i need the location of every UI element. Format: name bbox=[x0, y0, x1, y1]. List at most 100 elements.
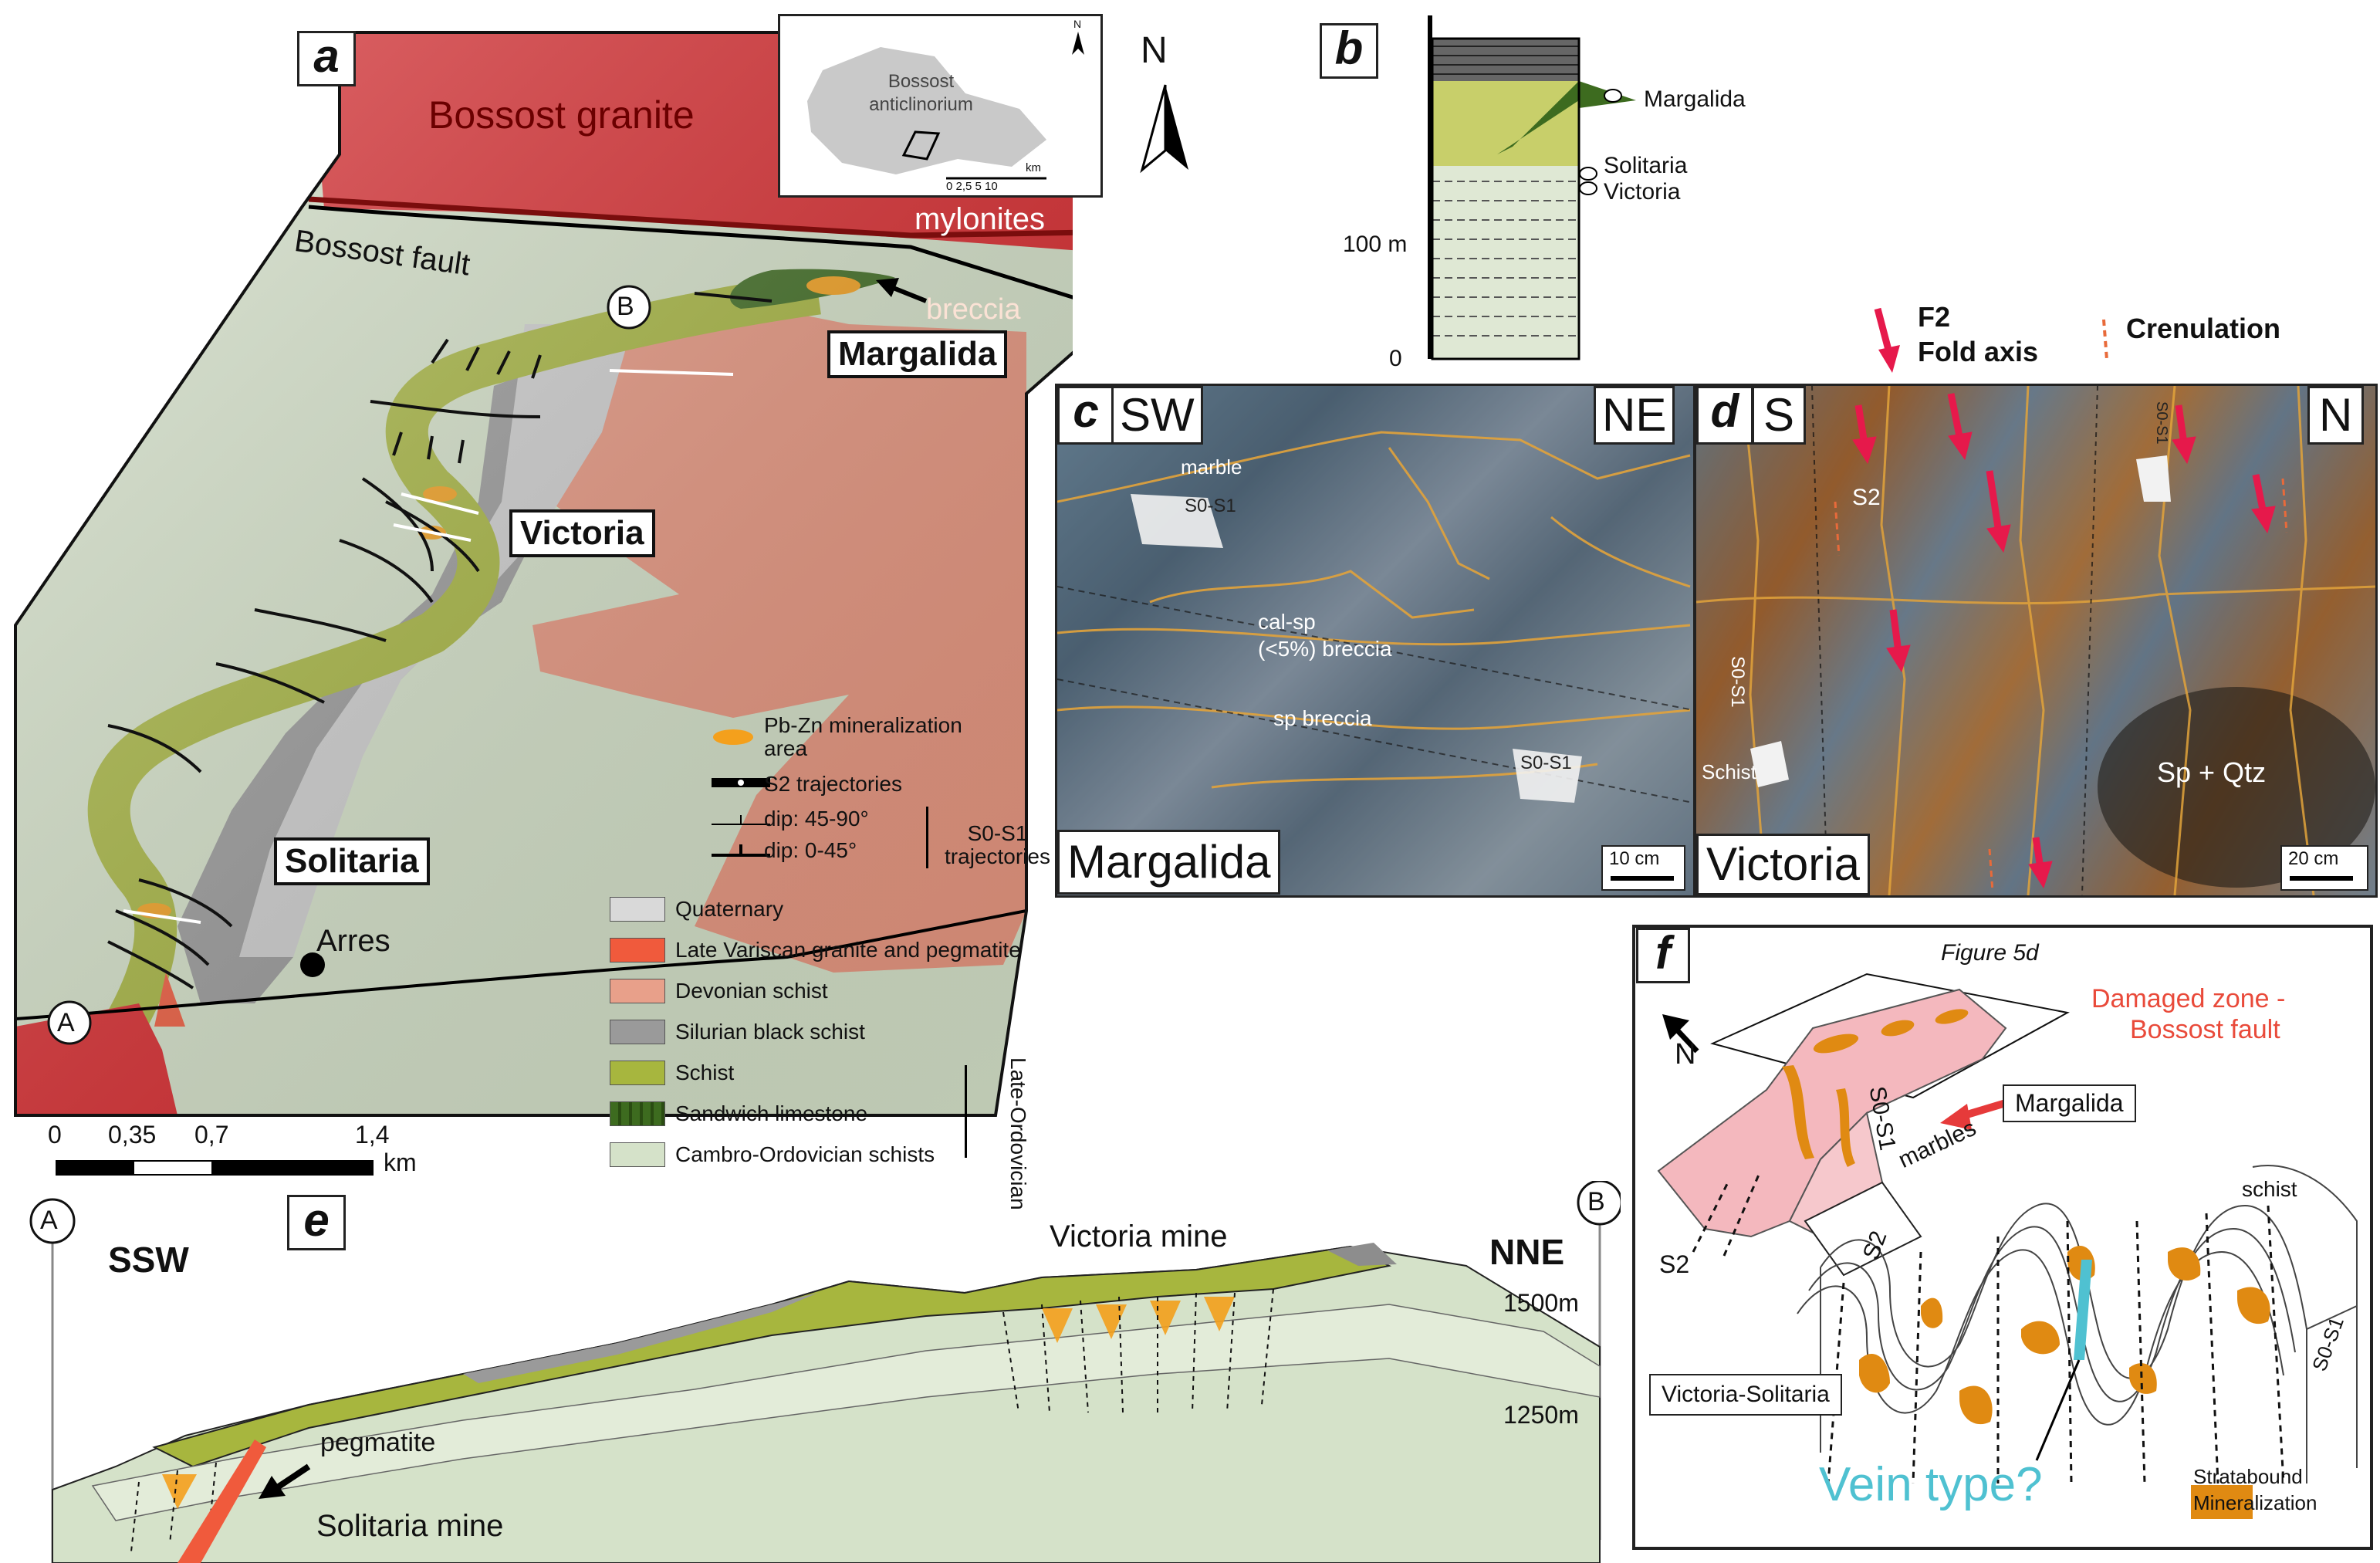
map-panel bbox=[0, 0, 1137, 1158]
s2-trajectories bbox=[123, 369, 734, 924]
legend-unit-cambro: Cambro-Ordovician schists bbox=[675, 1142, 935, 1166]
section-elev-1500: 1500m bbox=[1503, 1289, 1579, 1317]
inset-km: km bbox=[1026, 161, 1041, 174]
damaged-zone-block bbox=[1657, 988, 2007, 1238]
legend-swatch-limestone bbox=[610, 1101, 665, 1126]
scale-unit: km bbox=[384, 1149, 417, 1176]
photo-c-left-label: SW bbox=[1111, 386, 1203, 445]
f2-arrow-5 bbox=[2172, 404, 2196, 465]
column-depth-100: 100 m bbox=[1343, 232, 1408, 257]
legend-swatch-silurian bbox=[610, 1020, 665, 1044]
inset-study-area bbox=[901, 130, 941, 161]
scale-tick-0: 0 bbox=[48, 1121, 62, 1149]
legend-unit-devonian: Devonian schist bbox=[675, 979, 828, 1003]
photo-c-s0s1-1: S0-S1 bbox=[1185, 496, 1236, 516]
legend-swatch-schist bbox=[610, 1061, 665, 1085]
block-damaged: Damaged zone - bbox=[2091, 984, 2286, 1013]
legend-swatch-cambro bbox=[610, 1142, 665, 1167]
f2-arrow-7 bbox=[2028, 837, 2053, 889]
block-diagram-svg bbox=[1657, 973, 2358, 1519]
block-schist: schist bbox=[2242, 1177, 2297, 1201]
section-nne: NNE bbox=[1489, 1232, 1565, 1272]
legend-dip1: dip: 45-90° bbox=[764, 807, 869, 831]
legend-ore: Pb-Zn mineralization area bbox=[764, 713, 962, 760]
photo-c-margalida bbox=[1055, 384, 1695, 898]
legend-unit-quaternary: Quaternary bbox=[675, 897, 784, 921]
panel-d-label: d bbox=[1696, 386, 1753, 445]
marble-patch-2 bbox=[1513, 749, 1582, 803]
photo-d-s2: S2 bbox=[1852, 485, 1881, 510]
legend-unit-schist: Schist bbox=[675, 1061, 735, 1084]
mine-label-victoria: Victoria bbox=[509, 509, 655, 557]
section-pegmatite-label: pegmatite bbox=[320, 1428, 436, 1457]
photo-d-schist: Schist bbox=[1702, 760, 1756, 783]
legend: Pb-Zn mineralization area S2 trajectorie… bbox=[602, 702, 1080, 1210]
legend-s2: S2 trajectories bbox=[764, 772, 902, 796]
legend-unit-granite: Late Variscan granite and pegmatite bbox=[675, 938, 1021, 962]
column-depth-0: 0 bbox=[1389, 346, 1402, 371]
arres-dot bbox=[300, 952, 325, 977]
mine-label-solitaria: Solitaria bbox=[274, 837, 430, 885]
section-point-b: B bbox=[1587, 1187, 1605, 1216]
scale-tick-3: 1,4 bbox=[355, 1121, 390, 1149]
key-fold-axis: Fold axis bbox=[1918, 336, 2039, 367]
panel-a-label: a bbox=[297, 31, 356, 86]
folded-block bbox=[1797, 1165, 2358, 1483]
block-figure5d: Figure 5d bbox=[1941, 940, 2039, 966]
photo-c-right-label: NE bbox=[1594, 386, 1675, 445]
column-label-margalida: Margalida bbox=[1644, 86, 1746, 112]
section-solitaria-mine: Solitaria mine bbox=[316, 1509, 504, 1543]
f2-arrow-4 bbox=[1886, 609, 1911, 673]
ore-legend-icon bbox=[713, 729, 753, 745]
inset-anticlinorium-shape bbox=[807, 47, 1046, 174]
column-label-solitaria: Solitaria bbox=[1604, 153, 1688, 178]
f2-arrow-2 bbox=[1947, 393, 1973, 461]
point-b-label: B bbox=[617, 292, 634, 321]
legend-unit-silurian: Silurian black schist bbox=[675, 1020, 865, 1044]
photo-d-spqtz: Sp + Qtz bbox=[2157, 756, 2267, 788]
f2-arrow-3 bbox=[1986, 470, 2011, 553]
inset-svg bbox=[807, 32, 1084, 180]
photo-d-left-label: S bbox=[1752, 386, 1807, 445]
s2-legend-icon bbox=[712, 778, 770, 787]
block-vs-box: Victoria-Solitaria bbox=[1649, 1374, 1842, 1416]
photo-d-scale: 20 cm bbox=[2280, 845, 2368, 891]
mylonite-band bbox=[308, 196, 1134, 239]
photo-c-s0s1-2: S0-S1 bbox=[1520, 753, 1572, 773]
column-label-victoria: Victoria bbox=[1604, 179, 1681, 205]
inset-map: Bossost anticlinorium N 0 2,5 5 10 km bbox=[778, 14, 1103, 198]
arres-label: Arres bbox=[316, 924, 390, 958]
cross-section bbox=[29, 1181, 1621, 1563]
photo-c-calsp-breccia: (<5%) breccia bbox=[1258, 637, 1392, 661]
f2-arrow-icon bbox=[1874, 307, 1900, 373]
section-silurian bbox=[463, 1293, 818, 1383]
breccia-arrowhead bbox=[876, 278, 899, 297]
dip1-legend-icon bbox=[712, 815, 770, 825]
block-strat: Stratabound bbox=[2193, 1465, 2303, 1488]
legend-unit-limestone: Sandwich limestone bbox=[675, 1101, 868, 1125]
crenulation-icon bbox=[2102, 319, 2108, 360]
photo-c-traces bbox=[1057, 386, 1693, 895]
photo-d-name: Victoria bbox=[1696, 834, 1870, 895]
inset-label: Bossost anticlinorium bbox=[869, 71, 973, 115]
panel-c-label: c bbox=[1057, 386, 1114, 445]
legend-s0s1: S0-S1 trajectories bbox=[945, 821, 1050, 868]
f2-arrows-photo bbox=[1834, 393, 2288, 892]
bossost-fault-line bbox=[308, 205, 1134, 319]
geologic-map bbox=[14, 31, 1137, 1117]
panel-b-label: b bbox=[1320, 23, 1378, 79]
inset-north: N bbox=[1073, 18, 1082, 30]
map-scale-bar bbox=[56, 1160, 374, 1176]
photo-d-traces bbox=[1696, 386, 2375, 895]
marble-patch-1 bbox=[1131, 494, 1223, 548]
key-crenulation: Crenulation bbox=[2126, 313, 2281, 344]
section-victoria-mine: Victoria mine bbox=[1050, 1220, 1228, 1253]
point-a-label: A bbox=[57, 1008, 75, 1037]
section-ssw: SSW bbox=[108, 1240, 189, 1280]
photo-c-sp-breccia: sp breccia bbox=[1273, 706, 1372, 730]
photo-c-calsp: cal-sp bbox=[1258, 610, 1316, 634]
legend-dip2: dip: 0-45° bbox=[764, 838, 857, 862]
key-f2: F2 bbox=[1918, 301, 1951, 333]
point-b-circle bbox=[607, 285, 651, 330]
block-strat2: Mineralization bbox=[2193, 1491, 2317, 1514]
